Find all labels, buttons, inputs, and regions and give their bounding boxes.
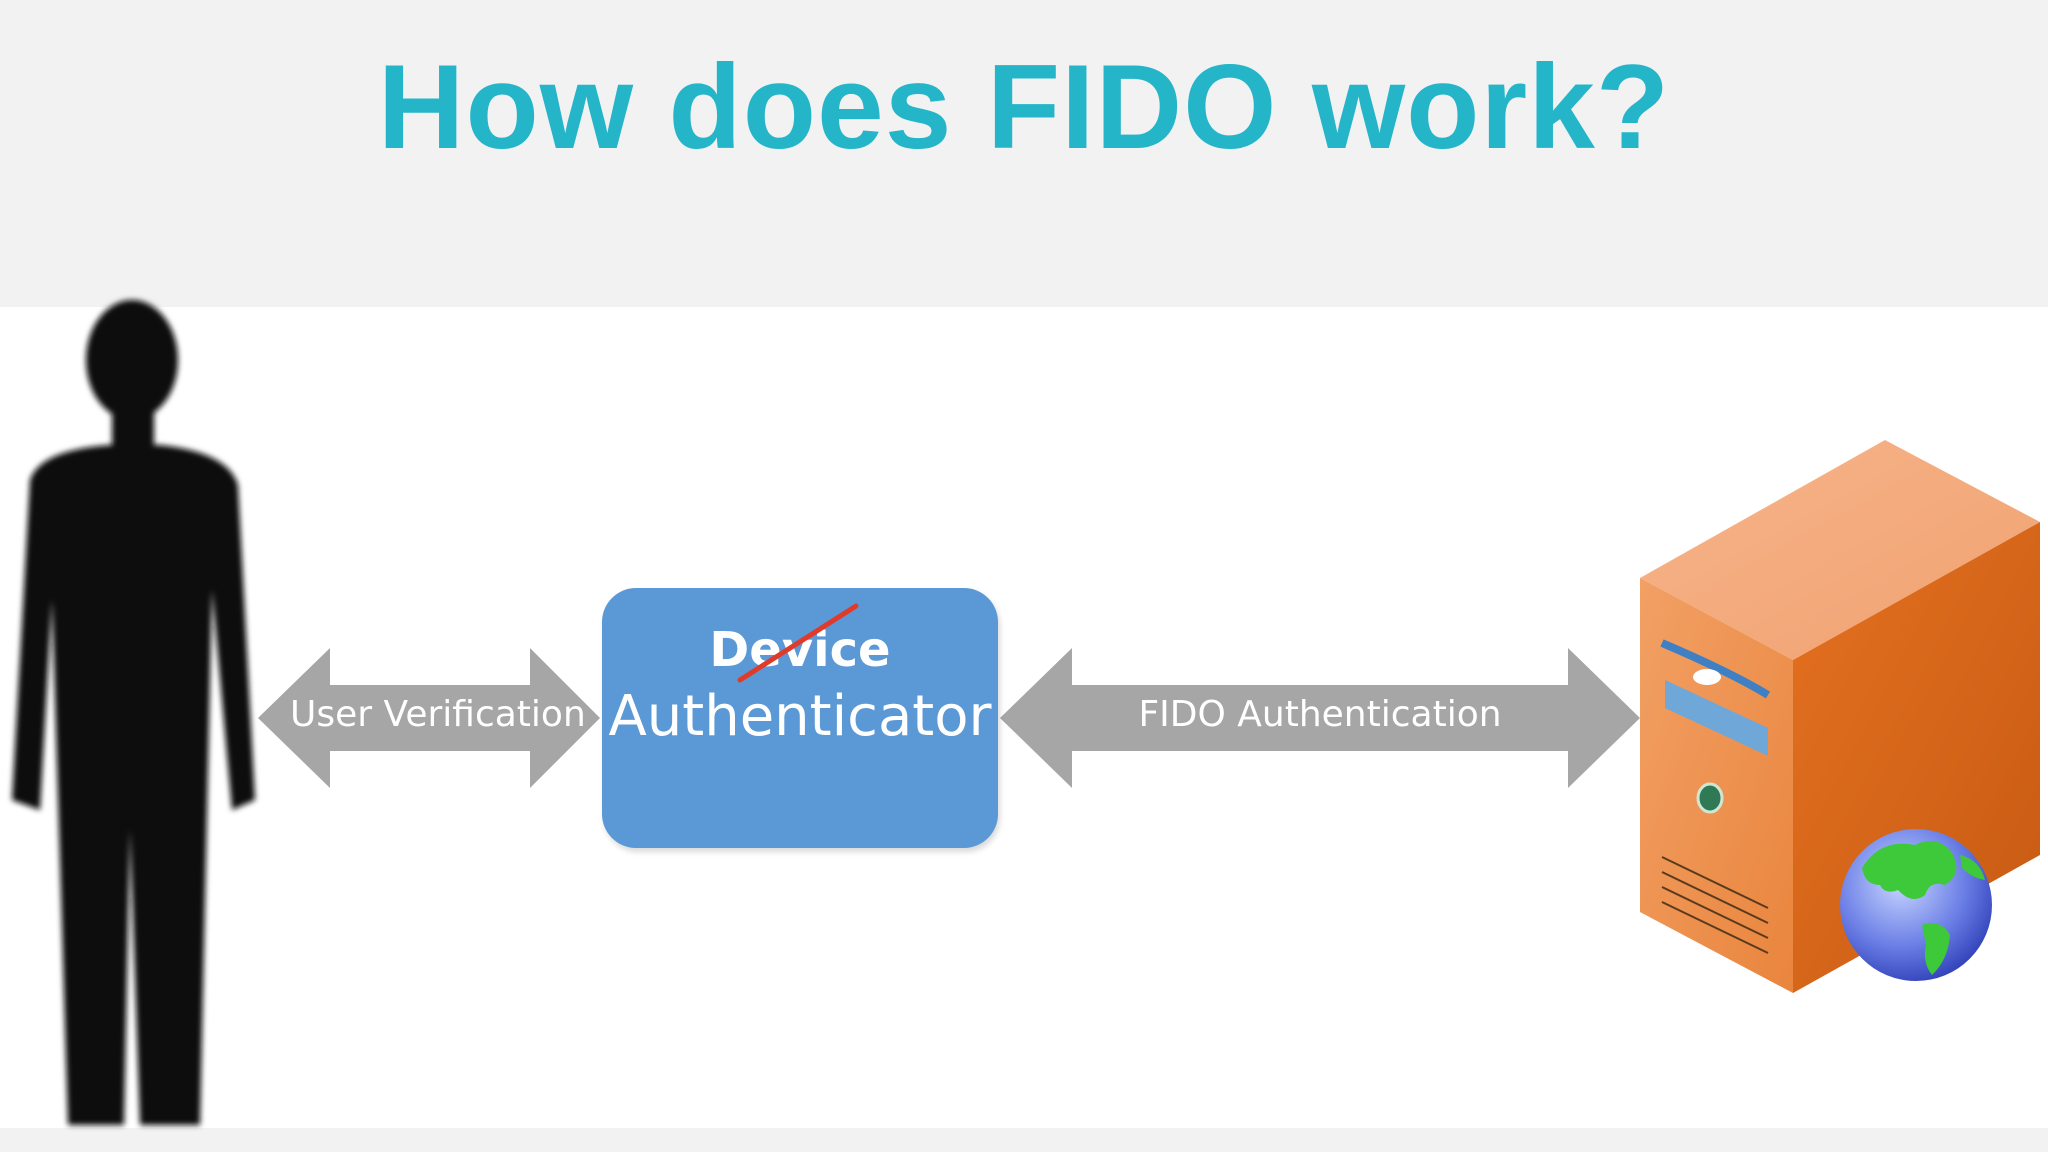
user-verification-arrow xyxy=(258,648,600,788)
fido-authentication-label: FIDO Authentication xyxy=(1138,694,1502,735)
globe-icon xyxy=(1840,829,1992,981)
page-title: How does FIDO work? xyxy=(377,40,1671,174)
fido-authentication-arrow xyxy=(1000,648,1640,788)
struck-device-label: Device xyxy=(709,622,891,678)
user-verification-label: User Verification xyxy=(290,694,586,735)
person-silhouette-icon xyxy=(12,300,255,1125)
header-band xyxy=(0,0,2048,307)
footer-band xyxy=(0,1128,2048,1152)
authenticator-label: Authenticator xyxy=(608,684,992,749)
